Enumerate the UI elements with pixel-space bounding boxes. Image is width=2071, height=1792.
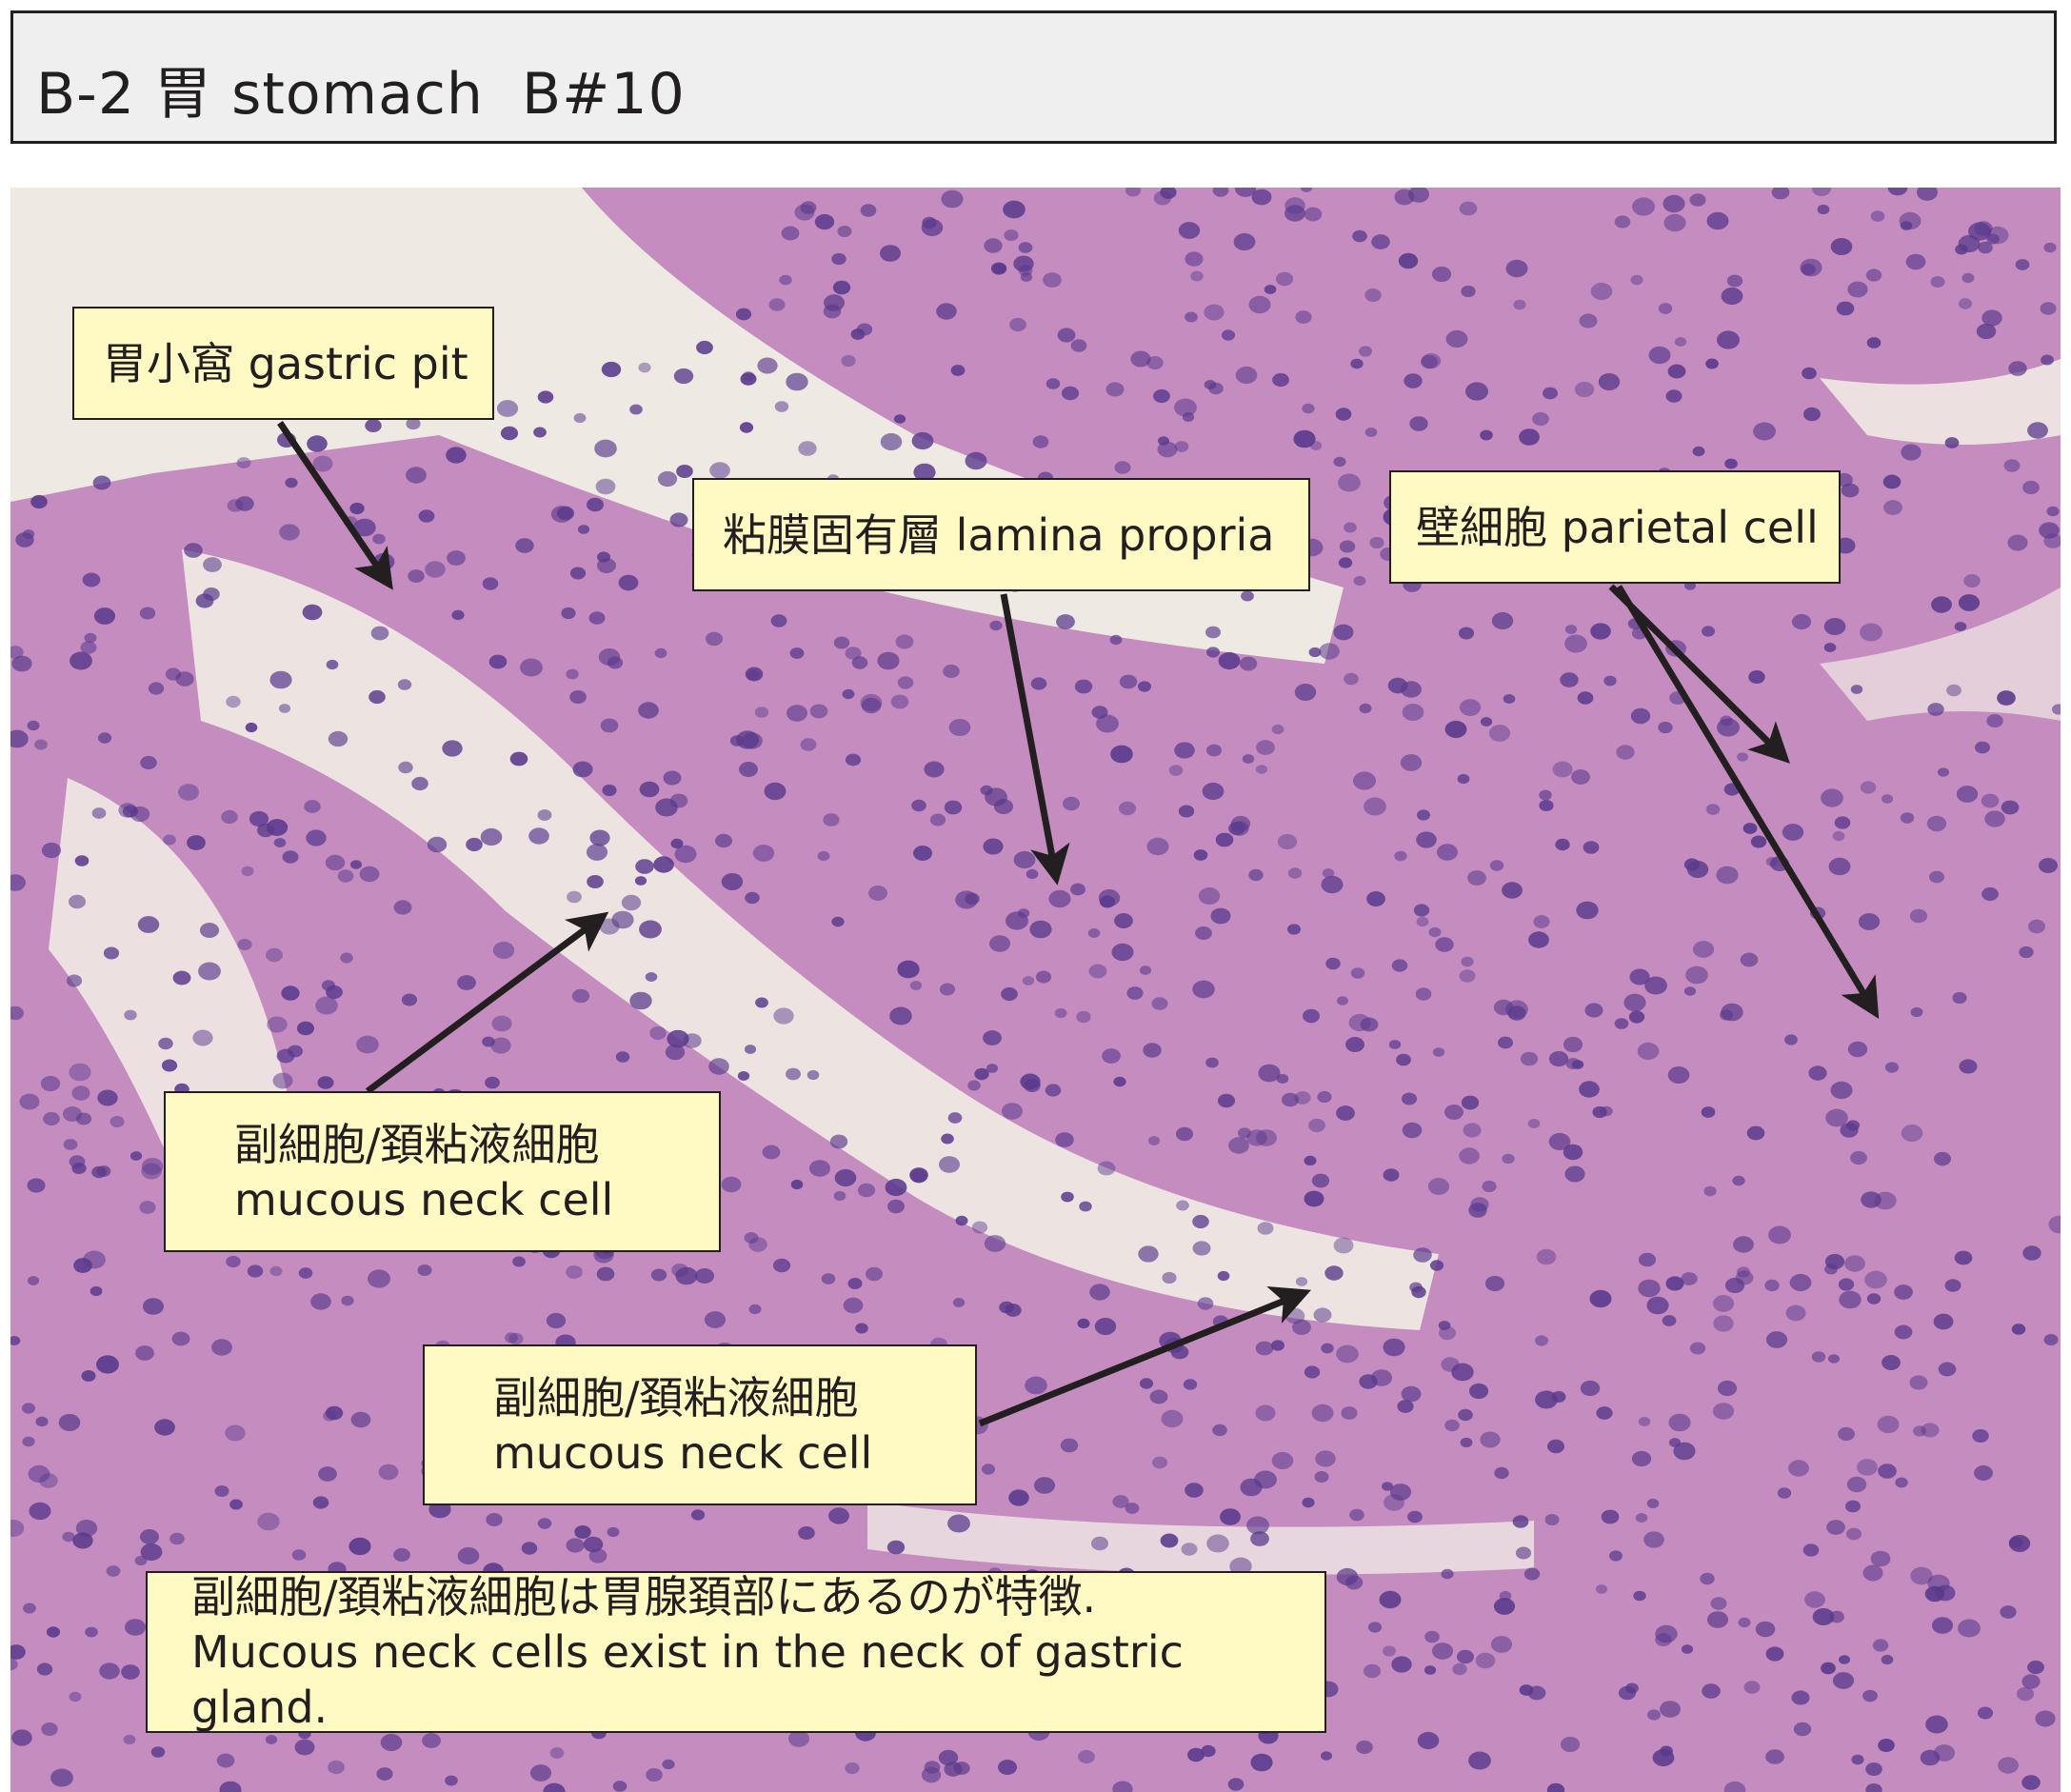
label-lamina-propria-text: 粘膜固有層 lamina propria xyxy=(723,508,1275,561)
note-en: Mucous neck cells exist in the neck of g… xyxy=(191,1626,1184,1733)
title-box: B-2 胃 stomach B#10 xyxy=(10,10,2057,144)
label-gastric-pit-text: 胃小窩 gastric pit xyxy=(103,337,468,389)
label-en: mucous neck cell xyxy=(493,1426,873,1479)
label-parietal-cell-text: 壁細胞 parietal cell xyxy=(1416,501,1819,553)
label-en: mucous neck cell xyxy=(234,1173,614,1225)
histology-micrograph xyxy=(10,188,2061,1792)
label-jp: 副細胞/頚粘液細胞 xyxy=(493,1371,859,1424)
label-lamina-propria: 粘膜固有層 lamina propria xyxy=(692,478,1310,591)
label-note: 副細胞/頚粘液細胞は胃腺頚部にあるのが特徴. Mucous neck cells… xyxy=(146,1571,1326,1733)
label-jp: 副細胞/頚粘液細胞 xyxy=(234,1118,600,1170)
label-mucous-neck-cell-1: 副細胞/頚粘液細胞 mucous neck cell xyxy=(164,1091,721,1252)
label-mucous-neck-cell-2: 副細胞/頚粘液細胞 mucous neck cell xyxy=(423,1344,977,1505)
label-gastric-pit: 胃小窩 gastric pit xyxy=(72,307,494,420)
label-parietal-cell: 壁細胞 parietal cell xyxy=(1389,470,1841,584)
page-title: B-2 胃 stomach B#10 xyxy=(36,61,686,128)
note-jp: 副細胞/頚粘液細胞は胃腺頚部にあるのが特徴. xyxy=(191,1571,1097,1623)
